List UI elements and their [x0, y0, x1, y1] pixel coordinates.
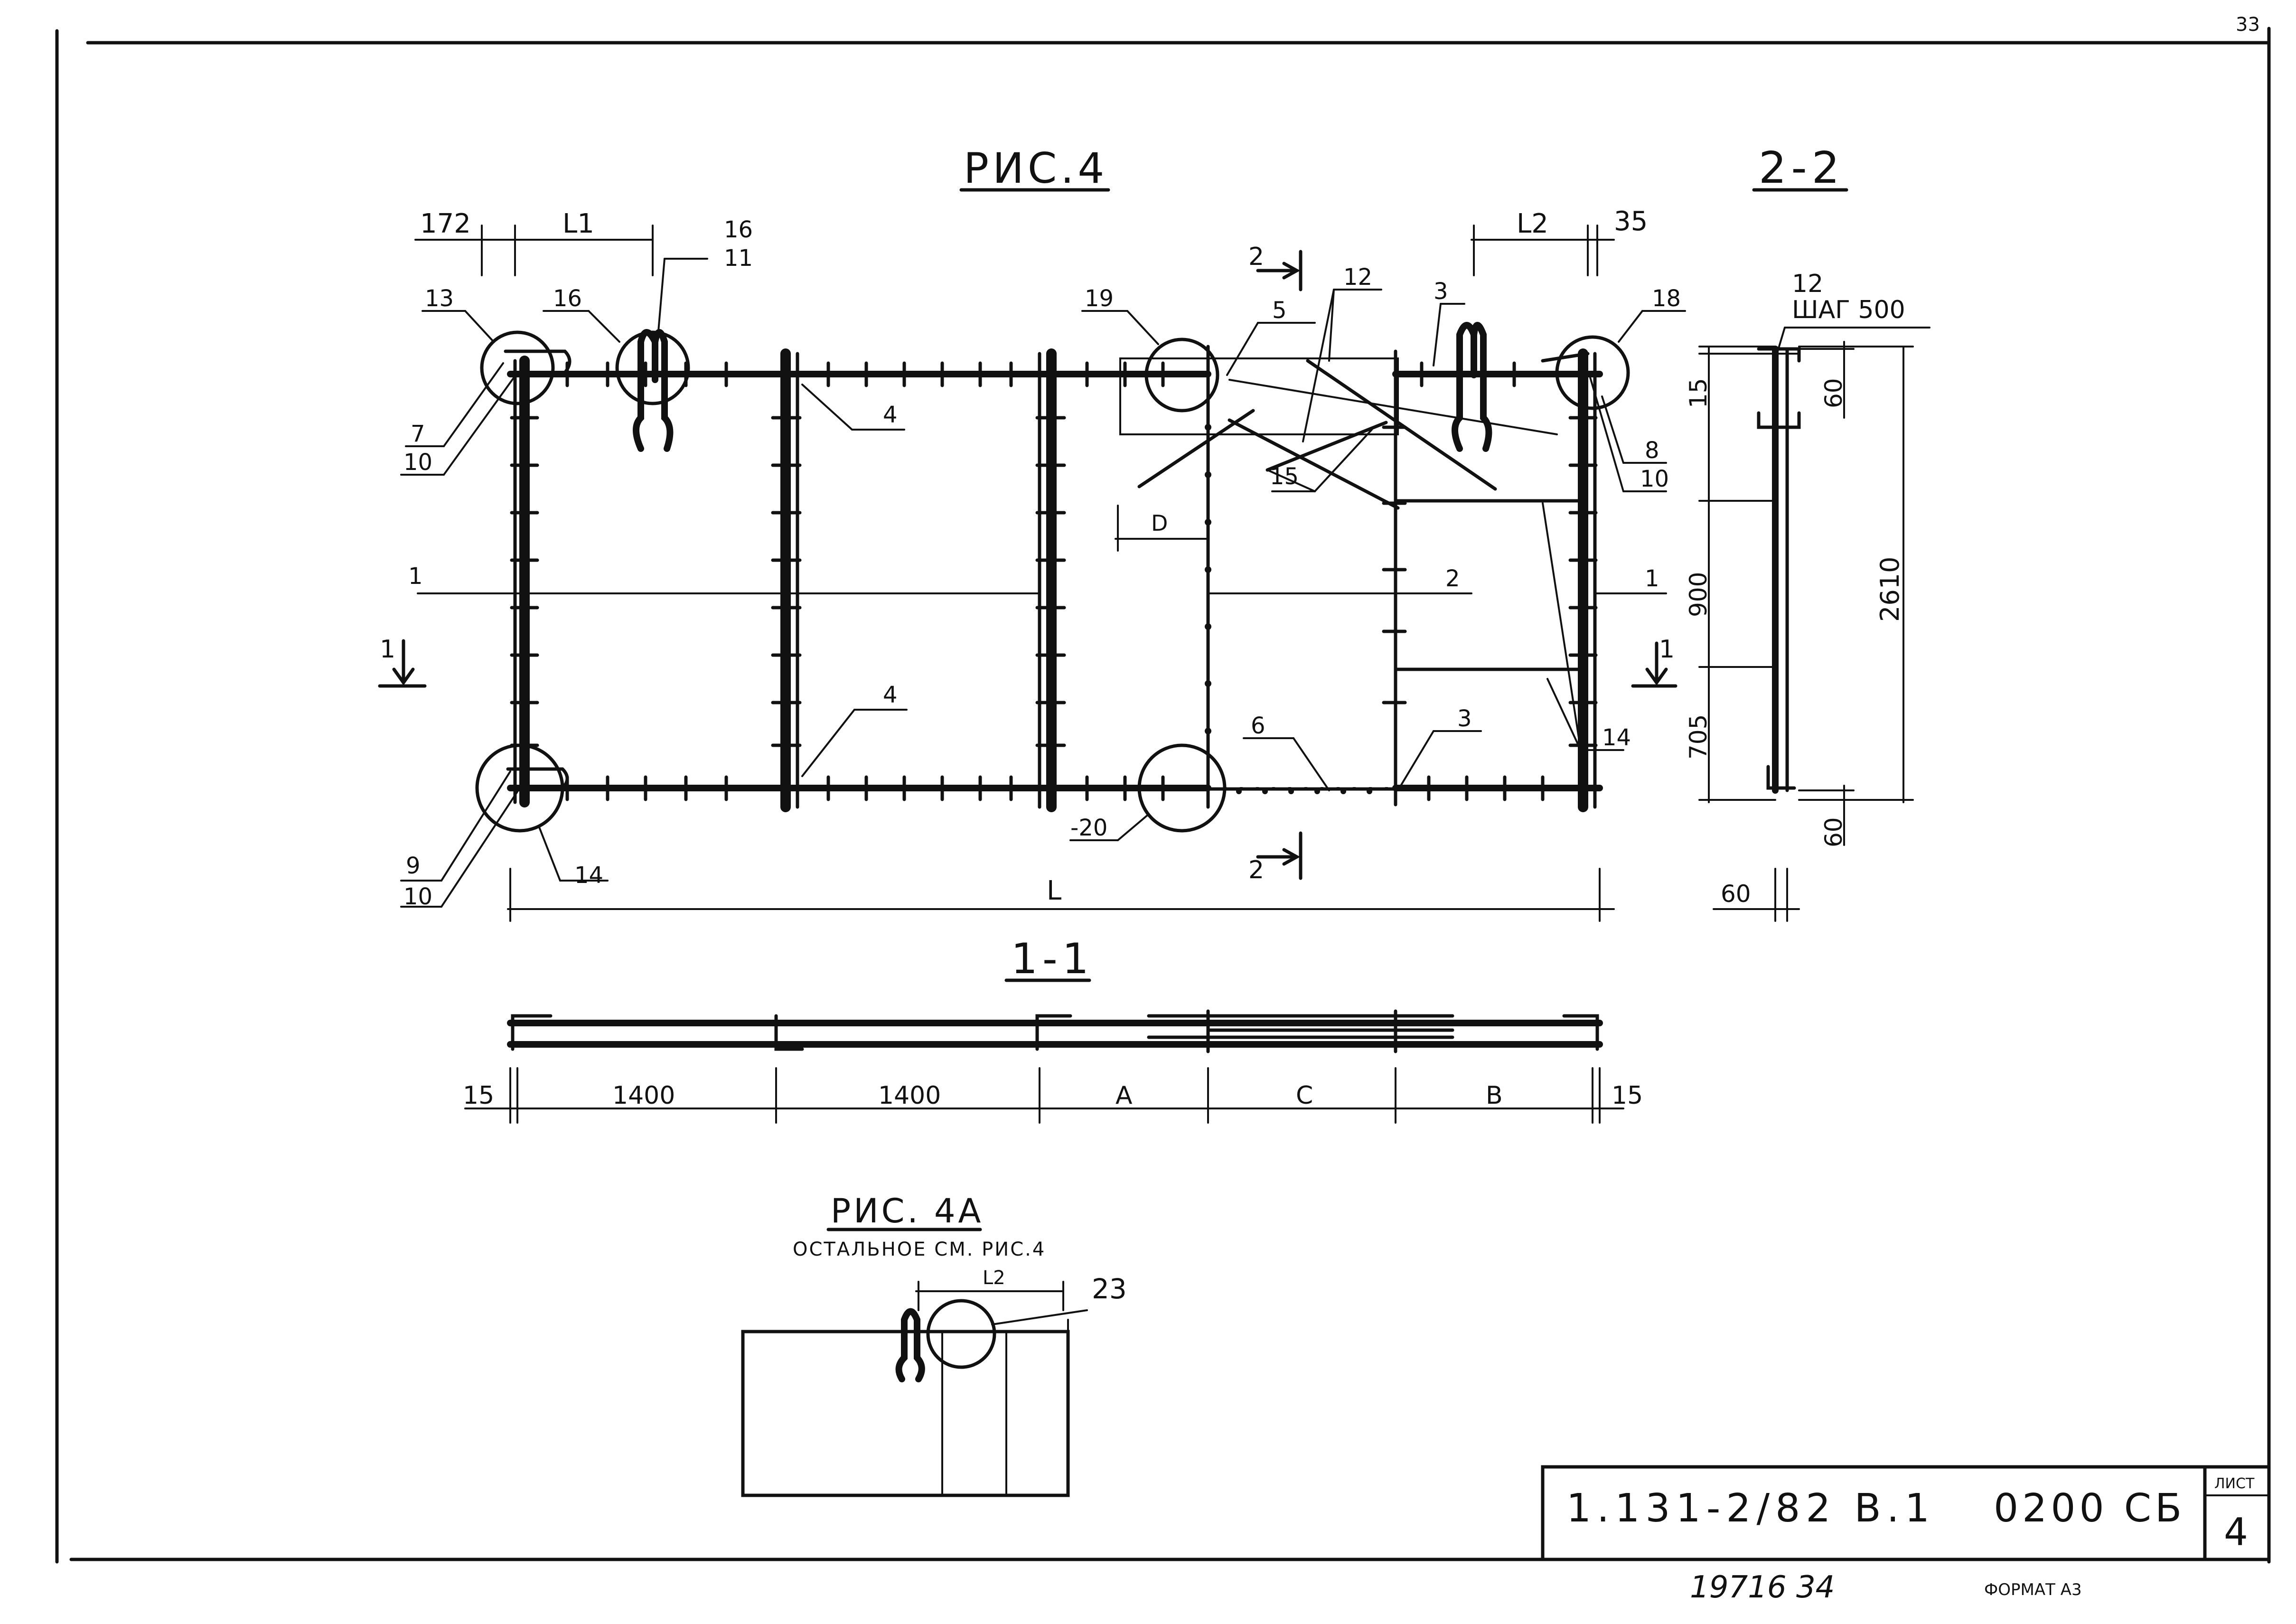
callout-9: 9: [406, 853, 421, 879]
callout-1-right: 1: [1645, 565, 1659, 592]
detail-circle-16: [615, 330, 690, 405]
detail-circle-18: [1555, 335, 1630, 410]
detail-circle-13: [480, 330, 555, 405]
section-1-right: 1: [1659, 635, 1675, 664]
title-block-sheet-label: ЛИСТ: [2214, 1475, 2255, 1492]
callout-16-left: 16: [553, 285, 582, 312]
fig4a-subtitle: ОСТАЛЬНОЕ СМ. РИС.4: [793, 1239, 1046, 1260]
callout-20: -20: [1070, 815, 1107, 841]
format-label: ФОРМАТ А3: [1984, 1580, 2082, 1599]
fig4-bottom-dimension: L: [507, 868, 1615, 922]
callout-3-top: 3: [1434, 278, 1448, 305]
callout-16-top: 16: [724, 216, 753, 243]
section-2-2-dim-705: 705: [1685, 714, 1712, 760]
fig4a-callout-23: 23: [1092, 1273, 1127, 1305]
section-2-2-label-12: 12: [1792, 270, 1823, 298]
title-block-code: 1.131-2/82 В.1: [1566, 1486, 1935, 1531]
dim-D: D: [1151, 510, 1168, 536]
section-2-bottom: 2: [1248, 856, 1264, 884]
callout-14-bottom-left: 14: [574, 862, 603, 889]
section-1-1-dim-15-right: 15: [1612, 1081, 1643, 1110]
dim-35: 35: [1614, 206, 1648, 237]
callout-4-bottom: 4: [883, 682, 898, 708]
callout-11: 11: [724, 245, 753, 272]
fig4a-title: РИС. 4А: [831, 1192, 984, 1230]
section-2-2-dim-900: 900: [1685, 572, 1712, 617]
callout-5: 5: [1272, 297, 1287, 324]
callout-13: 13: [425, 285, 454, 312]
sheet-frame: 33 19716 34 ФОРМАТ А3: [55, 14, 2271, 1605]
title-block-doc: 0200 СБ: [1994, 1486, 2185, 1531]
footer-handwritten-number: 19716 34: [1690, 1570, 1835, 1605]
callout-14-right: 14: [1602, 724, 1631, 751]
section-2-2: 2-2 12 ШАГ 500 15 900 705 60 60 2610: [1685, 142, 1931, 922]
callout-10-right: 10: [1640, 466, 1669, 492]
callout-7: 7: [411, 421, 425, 447]
section-2-2-dim-60-bottom: 60: [1820, 817, 1847, 847]
callout-15: 15: [1270, 463, 1299, 490]
section-2-2-dim-60-width: 60: [1721, 880, 1751, 908]
section-1-1-dim-15-left: 15: [463, 1081, 494, 1110]
section-1-1-title: 1-1: [1011, 934, 1094, 983]
panel-dots: [1205, 424, 1372, 794]
vertical-ticks: [510, 416, 1598, 747]
page-corner-number: 33: [2236, 14, 2260, 36]
section-1-1: 1-1 15 1400 1400 A C B 15: [463, 934, 1643, 1124]
fig4-plan: РИС.4: [378, 144, 1686, 922]
fig4-title: РИС.4: [964, 144, 1108, 193]
fig4a-dim-l2: L2: [983, 1267, 1005, 1289]
fig4-callouts: 1 1 2 3 3 4 4 5 6 7 10 8 10 9: [400, 216, 1686, 910]
fig4a-detail-circle-23: [926, 1299, 996, 1369]
callout-19: 19: [1085, 285, 1114, 312]
callout-10-left-bottom: 10: [403, 883, 432, 910]
section-1-1-dim-1400-a: 1400: [612, 1081, 675, 1110]
callout-2: 2: [1445, 565, 1460, 592]
title-block-sheet-number: 4: [2224, 1510, 2248, 1554]
callout-6: 6: [1251, 713, 1265, 739]
title-block: 1.131-2/82 В.1 0200 СБ ЛИСТ 4: [1541, 1465, 2271, 1561]
section-2-2-dim-60-top: 60: [1820, 378, 1847, 408]
section-1-left: 1: [380, 635, 395, 664]
callout-12: 12: [1343, 264, 1372, 291]
section-1-1-dim-C: C: [1296, 1081, 1313, 1110]
chord-ticks: [565, 361, 1545, 801]
section-1-1-dim-1400-b: 1400: [878, 1081, 941, 1110]
lifting-loop-right: [1452, 322, 1492, 452]
section-2-2-dim-15: 15: [1685, 378, 1712, 408]
section-2-2-dim-2610: 2610: [1875, 557, 1905, 622]
fig4-top-dimensions: 172 L1 L2 35: [414, 206, 1648, 276]
section-2-2-title: 2-2: [1759, 142, 1844, 193]
callout-3-bottom: 3: [1457, 705, 1472, 732]
callout-1-left: 1: [408, 563, 423, 590]
detail-circle-20: [1137, 743, 1227, 833]
section-2-2-step: ШАГ 500: [1792, 296, 1905, 324]
callout-4-top: 4: [883, 402, 898, 428]
callout-18: 18: [1652, 285, 1681, 312]
dim-l2: L2: [1517, 208, 1548, 239]
dim-l1: L1: [562, 208, 594, 239]
callout-8: 8: [1645, 437, 1659, 464]
section-2-top: 2: [1248, 243, 1264, 271]
detail-circle-19: [1144, 338, 1219, 413]
lifting-loop-left: [633, 329, 674, 452]
callout-10-left-top: 10: [403, 449, 432, 476]
fig4a: РИС. 4А ОСТАЛЬНОЕ СМ. РИС.4 L2 23: [741, 1192, 1127, 1497]
dim-L: L: [1047, 875, 1061, 906]
section-1-1-dim-B: B: [1486, 1081, 1503, 1110]
dim-172: 172: [420, 208, 471, 239]
section-1-1-dim-A: A: [1115, 1081, 1133, 1110]
section-marks: 1 1 2 2: [378, 243, 1677, 884]
